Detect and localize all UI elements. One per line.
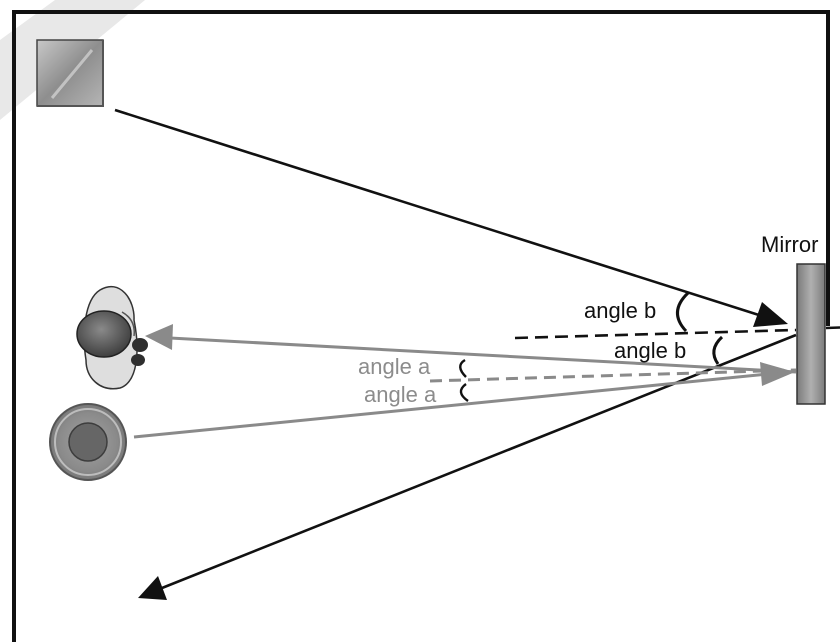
angle-a-lower-label: angle a <box>364 382 437 407</box>
angle-a-lower-arc <box>459 383 469 402</box>
angle-b-upper-arc <box>676 291 690 333</box>
angle-b-lower-label: angle b <box>614 338 686 363</box>
normal-line-gray <box>429 368 797 383</box>
angle-a-upper-arc <box>459 358 467 378</box>
mirror-label: Mirror <box>761 232 818 257</box>
reflected-ray-gray <box>169 336 797 374</box>
normal-line-dark-extension <box>825 326 840 330</box>
incident-ray-gray <box>133 372 769 439</box>
mirror-icon <box>796 263 826 405</box>
reflected-ray-gray-arrowhead <box>145 324 173 350</box>
incident-ray-dark-arrowhead <box>753 302 788 327</box>
incident-ray-gray-arrowhead <box>760 362 795 386</box>
normal-line-dark <box>514 328 797 340</box>
angle-b-upper-label: angle b <box>584 298 656 323</box>
reflected-ray-dark-arrowhead <box>138 576 167 600</box>
room-frame <box>12 10 830 642</box>
angle-a-upper-label: angle a <box>358 354 431 379</box>
angle-b-lower-arc <box>712 335 724 365</box>
person-top-view-icon <box>76 285 148 390</box>
round-object-top-view-icon <box>49 403 127 481</box>
incident-ray-dark <box>114 108 763 318</box>
framed-picture-icon <box>36 39 104 107</box>
reflected-ray-dark <box>161 333 797 590</box>
